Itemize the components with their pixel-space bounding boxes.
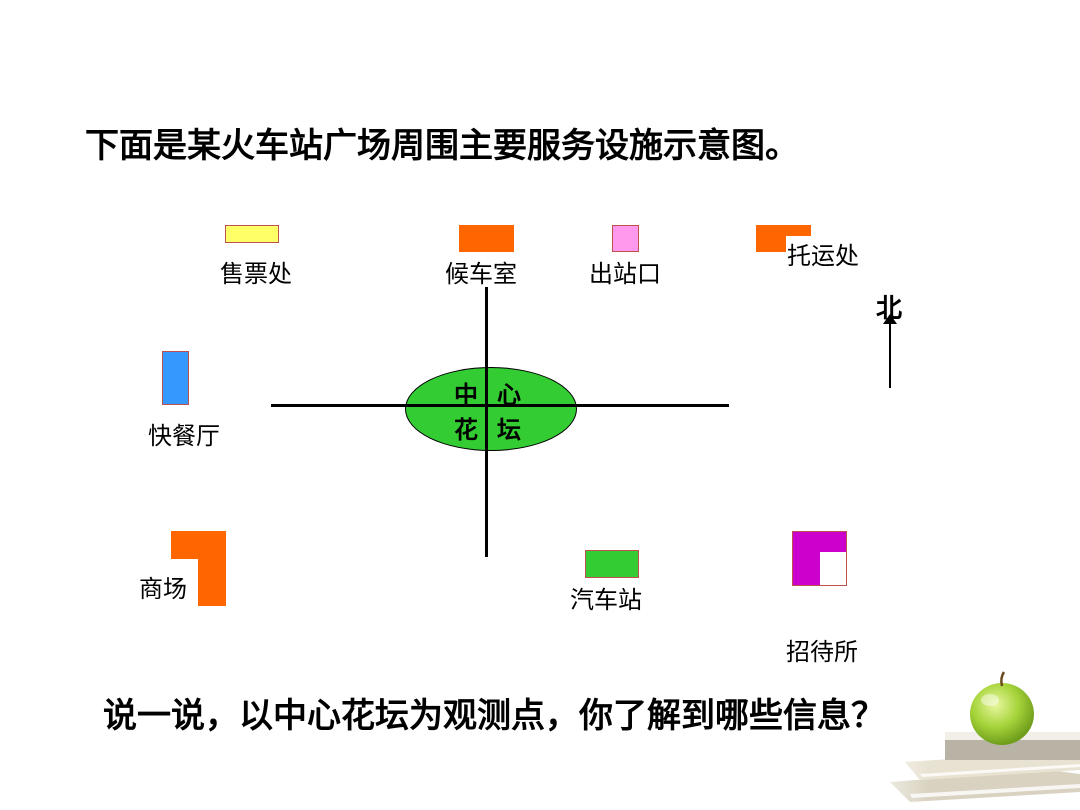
waiting-room-block: [459, 225, 514, 252]
fast-food-block: [162, 351, 189, 405]
exit-label: 出站口: [589, 260, 661, 288]
north-arrow-line: [889, 322, 891, 388]
guest-house-label: 招待所: [786, 638, 858, 666]
ticket-office-label: 售票处: [220, 260, 292, 288]
mall-label: 商场: [139, 569, 187, 604]
center-char-3: 花: [454, 416, 478, 444]
waiting-room-label: 候车室: [445, 260, 517, 288]
east-west-axis-over: [405, 404, 577, 407]
center-char-1: 中: [454, 381, 478, 409]
center-char-2: 心: [497, 381, 521, 409]
discussion-question: 说一说，以中心花坛为观测点，你了解到哪些信息？: [103, 696, 885, 736]
north-arrow-icon: [883, 314, 897, 324]
ticket-office-block: [225, 225, 279, 243]
mall-block-right: [198, 531, 226, 606]
fast-food-label: 快餐厅: [148, 422, 220, 450]
mall-block: [171, 531, 226, 606]
apple-books-decoration: [850, 670, 1080, 810]
guest-house-inset: [820, 552, 846, 585]
baggage-office-label: 托运处: [786, 236, 860, 271]
bus-station-block: [585, 550, 639, 578]
page-title: 下面是某火车站广场周围主要服务设施示意图。: [85, 126, 799, 166]
central-flower-bed: [405, 367, 577, 451]
center-char-4: 坛: [497, 416, 521, 444]
bus-station-label: 汽车站: [570, 586, 642, 614]
north-south-axis-over: [485, 367, 488, 451]
guest-house-block: [792, 531, 847, 586]
exit-block: [612, 225, 639, 252]
